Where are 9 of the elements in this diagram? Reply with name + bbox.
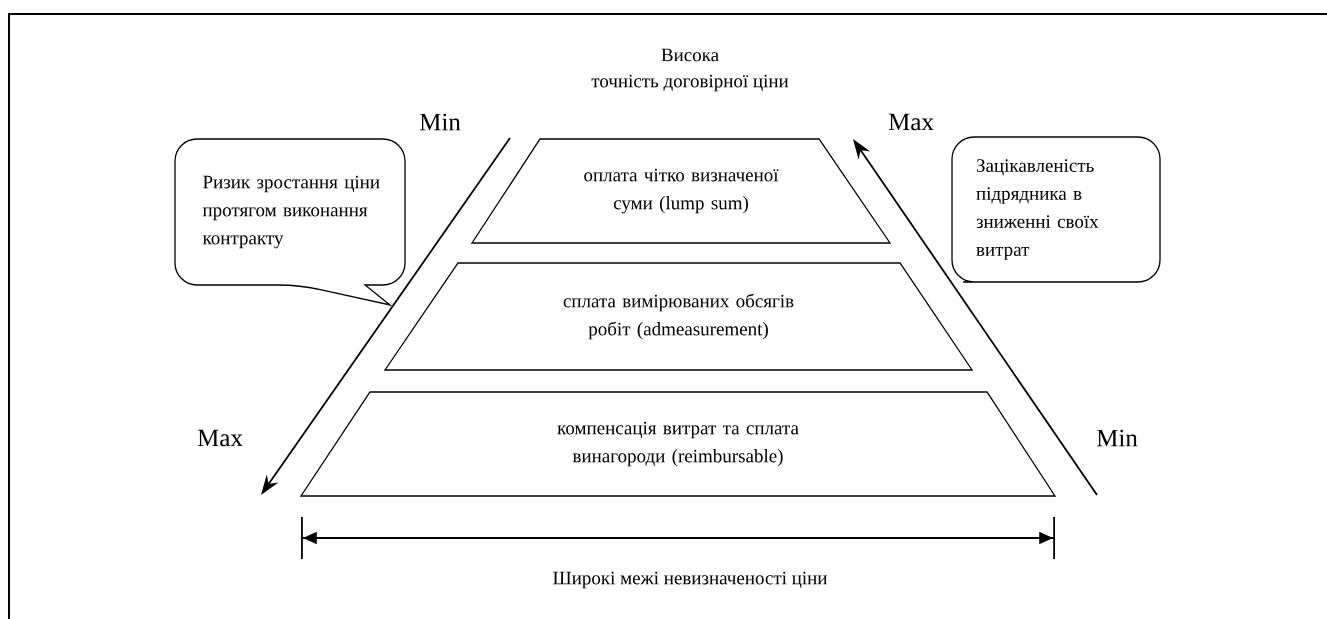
speech-bubble: Ризик зростання ціни протягом виконання контракту [174,138,406,306]
caption-text: точність договірної ціни [591,74,789,92]
scale-label: Max [197,429,243,447]
scale-label: Min [1096,429,1138,447]
speech-bubble: Зацікавленість підрядника в зниженні своїх витрат [951,136,1161,283]
caption-text: Висока [661,48,719,62]
caption-text: Широкі межі невизначеності ціни [553,571,828,589]
scale-label: Min [419,113,461,131]
scale-label: Max [888,113,934,131]
